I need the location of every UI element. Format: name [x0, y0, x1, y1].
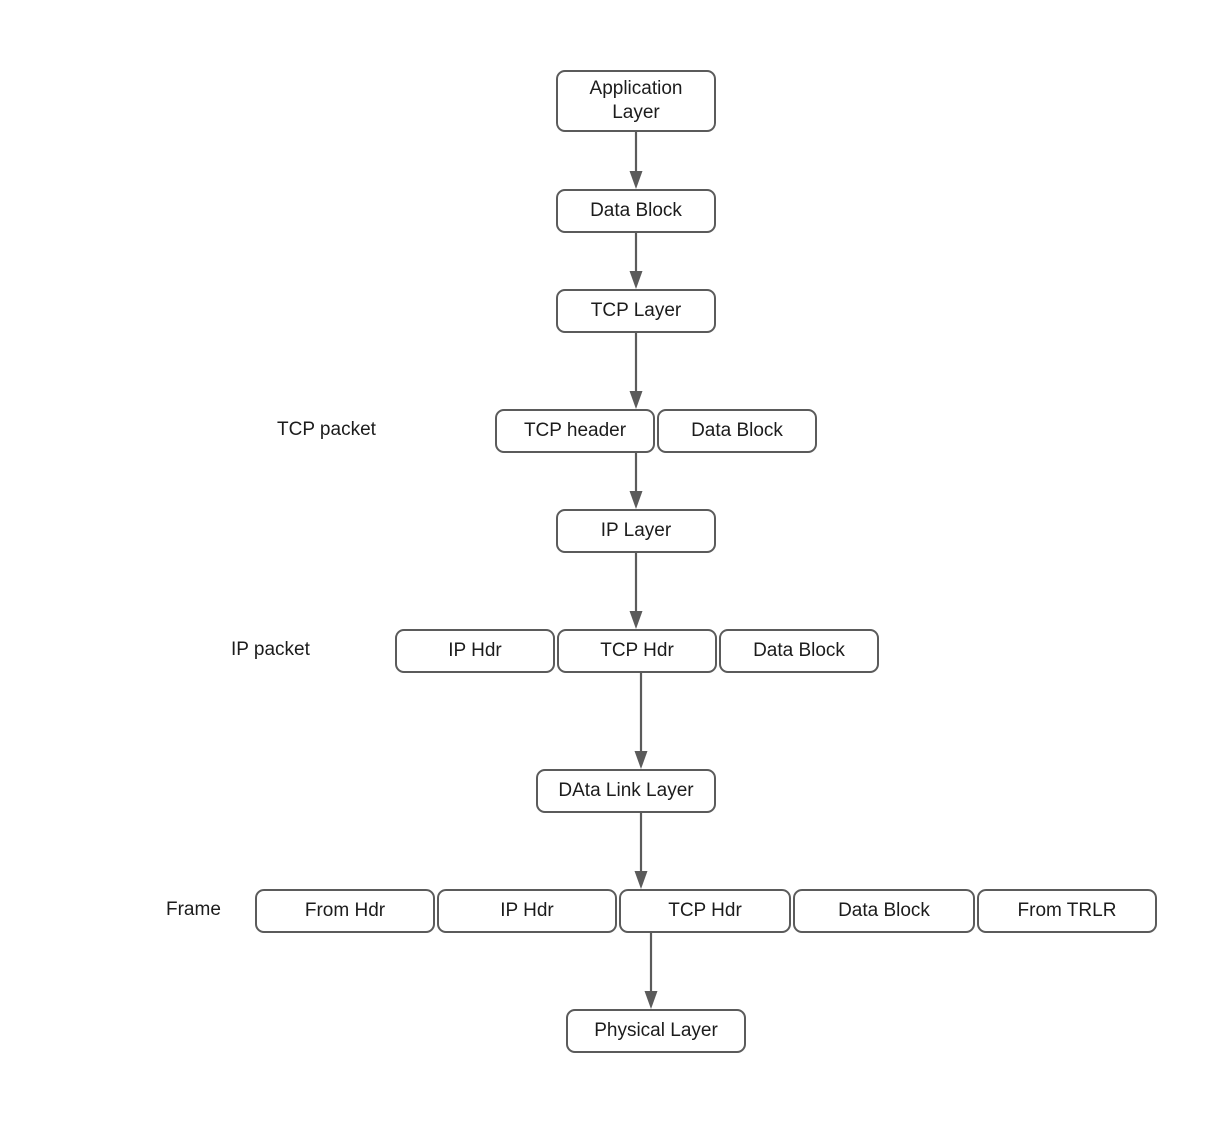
arrow-frame-to-physical-layer — [644, 933, 658, 1009]
segment-frame-tcp-hdr[interactable]: TCP Hdr — [619, 889, 791, 933]
arrow-ip-layer-to-ip-packet — [629, 553, 643, 629]
segment-frame-from-hdr[interactable]: From Hdr — [255, 889, 435, 933]
node-tcp-layer[interactable]: TCP Layer — [556, 289, 716, 333]
row-label-ip-packet: IP packet — [231, 639, 310, 660]
segment-ip-hdr[interactable]: IP Hdr — [395, 629, 555, 673]
segment-frame-ip-hdr[interactable]: IP Hdr — [437, 889, 617, 933]
arrow-data-link-layer-to-frame — [634, 813, 648, 889]
arrow-application-to-data-block — [629, 132, 643, 189]
arrow-tcp-layer-to-tcp-packet — [629, 333, 643, 409]
segment-tcp-packet-data-block[interactable]: Data Block — [657, 409, 817, 453]
arrow-tcp-packet-to-ip-layer — [629, 453, 643, 509]
row-label-tcp-packet: TCP packet — [277, 419, 376, 440]
node-data-link-layer[interactable]: DAta Link Layer — [536, 769, 716, 813]
node-data-block[interactable]: Data Block — [556, 189, 716, 233]
arrow-data-block-to-tcp-layer — [629, 233, 643, 289]
node-ip-layer[interactable]: IP Layer — [556, 509, 716, 553]
segment-ip-packet-data-block[interactable]: Data Block — [719, 629, 879, 673]
node-application-layer[interactable]: Application Layer — [556, 70, 716, 132]
segment-ip-packet-tcp-hdr[interactable]: TCP Hdr — [557, 629, 717, 673]
arrow-ip-packet-to-data-link-layer — [634, 673, 648, 769]
segment-tcp-header[interactable]: TCP header — [495, 409, 655, 453]
node-physical-layer[interactable]: Physical Layer — [566, 1009, 746, 1053]
segment-frame-data-block[interactable]: Data Block — [793, 889, 975, 933]
segment-frame-from-trlr[interactable]: From TRLR — [977, 889, 1157, 933]
row-label-frame: Frame — [166, 899, 221, 920]
